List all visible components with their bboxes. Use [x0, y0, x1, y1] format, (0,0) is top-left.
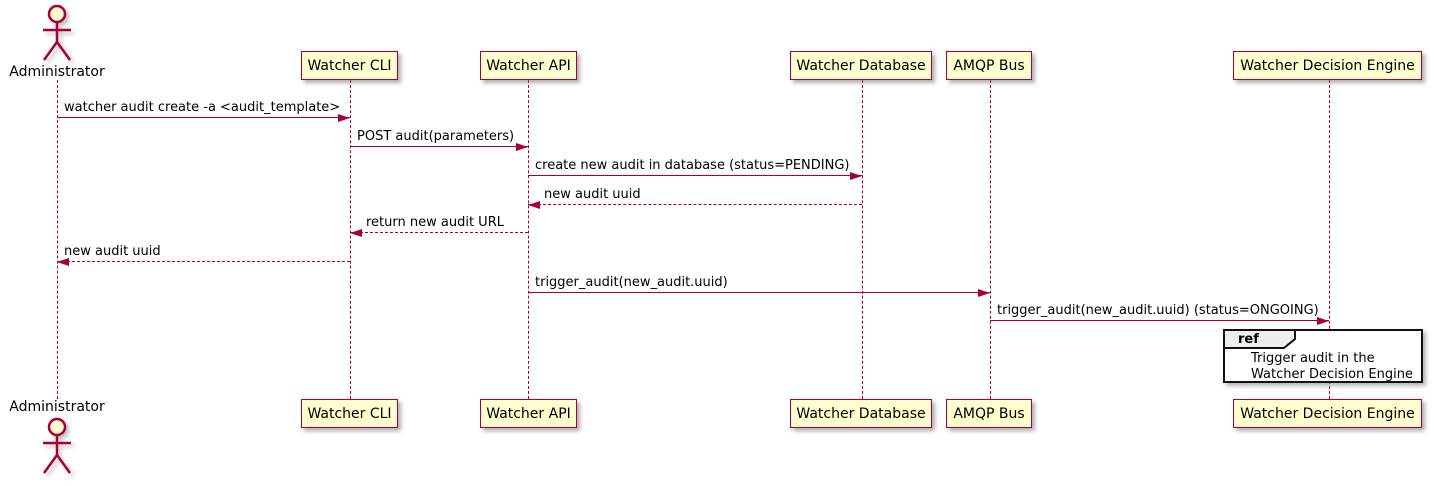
- message: return new audit URL: [350, 213, 528, 237]
- participant-watcher-cli-bottom: Watcher CLI: [301, 399, 398, 428]
- message-label: new audit uuid: [544, 187, 641, 202]
- message-label: watcher audit create -a <audit_template>: [64, 100, 341, 115]
- participant-watcher-decision-engine-bottom: Watcher Decision Engine: [1233, 399, 1422, 428]
- lifeline-administrator: [57, 80, 58, 399]
- message-label: new audit uuid: [64, 244, 161, 259]
- participant-watcher-decision-engine-top: Watcher Decision Engine: [1233, 51, 1422, 80]
- participant-watcher-database-bottom: Watcher Database: [790, 399, 932, 428]
- ref-line: Trigger audit in the: [1251, 351, 1375, 366]
- message-label: POST audit(parameters): [357, 129, 515, 144]
- actor-icon: [42, 4, 72, 61]
- message-label: create new audit in database (status=PEN…: [535, 158, 850, 173]
- arrowhead-icon: [350, 228, 362, 237]
- message: trigger_audit(new_audit.uuid): [528, 273, 990, 297]
- participant-amqp-bus-bottom: AMQP Bus: [946, 399, 1032, 428]
- arrowhead-icon: [57, 257, 69, 266]
- ref-tag-icon: [1223, 329, 1296, 349]
- arrowhead-icon: [528, 200, 540, 209]
- message: watcher audit create -a <audit_template>: [57, 98, 350, 122]
- participant-watcher-api-bottom: Watcher API: [480, 399, 577, 428]
- lifeline-watcher-decision-engine: [1329, 80, 1330, 399]
- message: new audit uuid: [57, 242, 350, 266]
- message-label: trigger_audit(new_audit.uuid) (status=ON…: [997, 303, 1319, 318]
- message: trigger_audit(new_audit.uuid) (status=ON…: [990, 301, 1329, 325]
- arrowhead-icon: [978, 288, 990, 297]
- actor-icon: [42, 417, 72, 474]
- arrowhead-icon: [516, 142, 528, 151]
- arrowhead-icon: [338, 113, 350, 122]
- message: create new audit in database (status=PEN…: [528, 156, 862, 180]
- actor-label-top: Administrator: [9, 64, 105, 80]
- ref-frame: ref Trigger audit in the Watcher Decisio…: [1223, 329, 1423, 383]
- arrowhead-icon: [850, 171, 862, 180]
- message: POST audit(parameters): [350, 127, 528, 151]
- lifeline-amqp-bus: [990, 80, 991, 399]
- participant-watcher-database-top: Watcher Database: [790, 51, 932, 80]
- lifeline-watcher-api: [528, 80, 529, 399]
- participant-amqp-bus-top: AMQP Bus: [946, 51, 1032, 80]
- lifeline-watcher-cli: [350, 80, 351, 399]
- ref-body: Trigger audit in the Watcher Decision En…: [1251, 351, 1413, 383]
- ref-line: Watcher Decision Engine: [1251, 367, 1413, 382]
- lifeline-watcher-database: [862, 80, 863, 399]
- message-label: return new audit URL: [366, 215, 504, 230]
- message: new audit uuid: [528, 185, 862, 209]
- actor-label-bottom: Administrator: [9, 399, 105, 415]
- arrowhead-icon: [1317, 316, 1329, 325]
- ref-keyword: ref: [1238, 332, 1259, 347]
- participant-watcher-api-top: Watcher API: [480, 51, 577, 80]
- message-label: trigger_audit(new_audit.uuid): [535, 275, 728, 290]
- participant-watcher-cli-top: Watcher CLI: [301, 51, 398, 80]
